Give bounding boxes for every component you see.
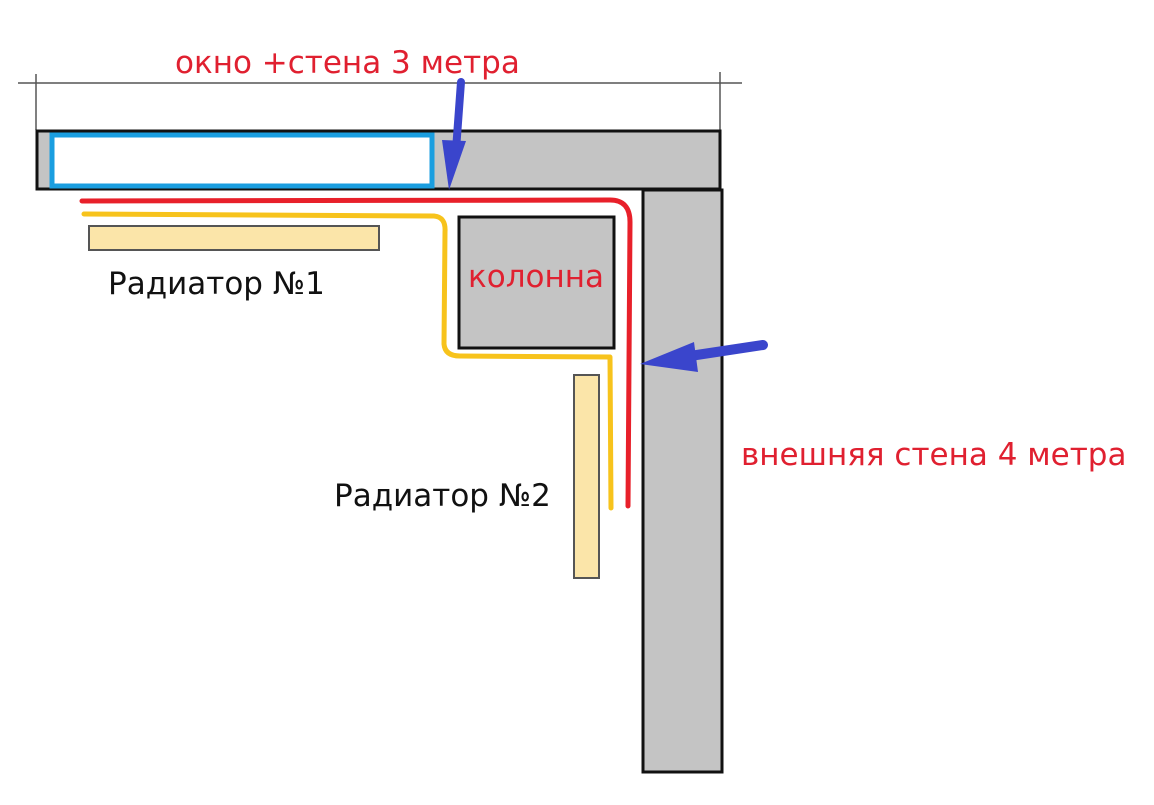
yellow-pipe	[81, 211, 614, 511]
red-pipe	[79, 197, 633, 509]
outer-wall-label: внешняя стена 4 метра	[741, 437, 1126, 473]
dimension-line	[18, 72, 742, 130]
radiator-2-label: Радиатор №2	[334, 478, 551, 514]
radiator-2	[573, 374, 600, 579]
radiator-1	[88, 225, 380, 251]
dimension-label: окно +стена 3 метра	[175, 45, 520, 81]
column-label: колонна	[468, 259, 604, 295]
outer-wall	[641, 188, 724, 774]
arrow-left-icon	[640, 340, 768, 372]
window	[49, 132, 435, 189]
radiator-1-label: Радиатор №1	[108, 266, 325, 302]
arrow-down-icon	[442, 78, 466, 190]
column	[457, 215, 616, 350]
